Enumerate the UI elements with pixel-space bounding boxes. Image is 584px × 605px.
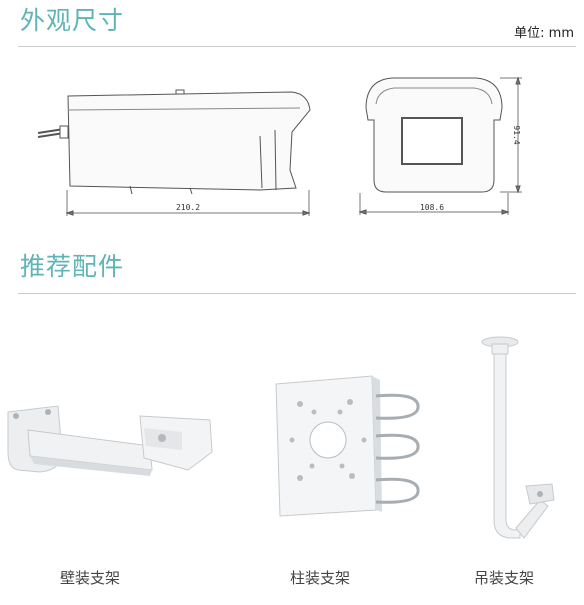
front-view-drawing bbox=[358, 76, 522, 215]
pendant-mount-image bbox=[481, 336, 555, 539]
unit-label: 单位: mm bbox=[514, 26, 574, 41]
pole-mount-image bbox=[275, 375, 420, 517]
side-view-drawing bbox=[37, 89, 311, 216]
accessories-divider bbox=[18, 293, 576, 294]
wall-mount-image bbox=[7, 405, 213, 476]
pole-mount-caption: 柱装支架 bbox=[290, 569, 351, 587]
side-width-label: 210.2 bbox=[176, 203, 200, 212]
dimensions-divider bbox=[18, 46, 576, 47]
wall-mount-caption: 壁装支架 bbox=[60, 569, 121, 587]
pendant-mount-caption: 吊装支架 bbox=[474, 569, 535, 587]
dimension-drawings: 210.2 108.6 91.4 bbox=[37, 76, 522, 216]
dimensions-title: 外观尺寸 bbox=[20, 6, 125, 35]
front-height-label: 91.4 bbox=[512, 125, 521, 144]
accessories-title: 推荐配件 bbox=[20, 252, 125, 281]
front-width-label: 108.6 bbox=[420, 203, 444, 212]
